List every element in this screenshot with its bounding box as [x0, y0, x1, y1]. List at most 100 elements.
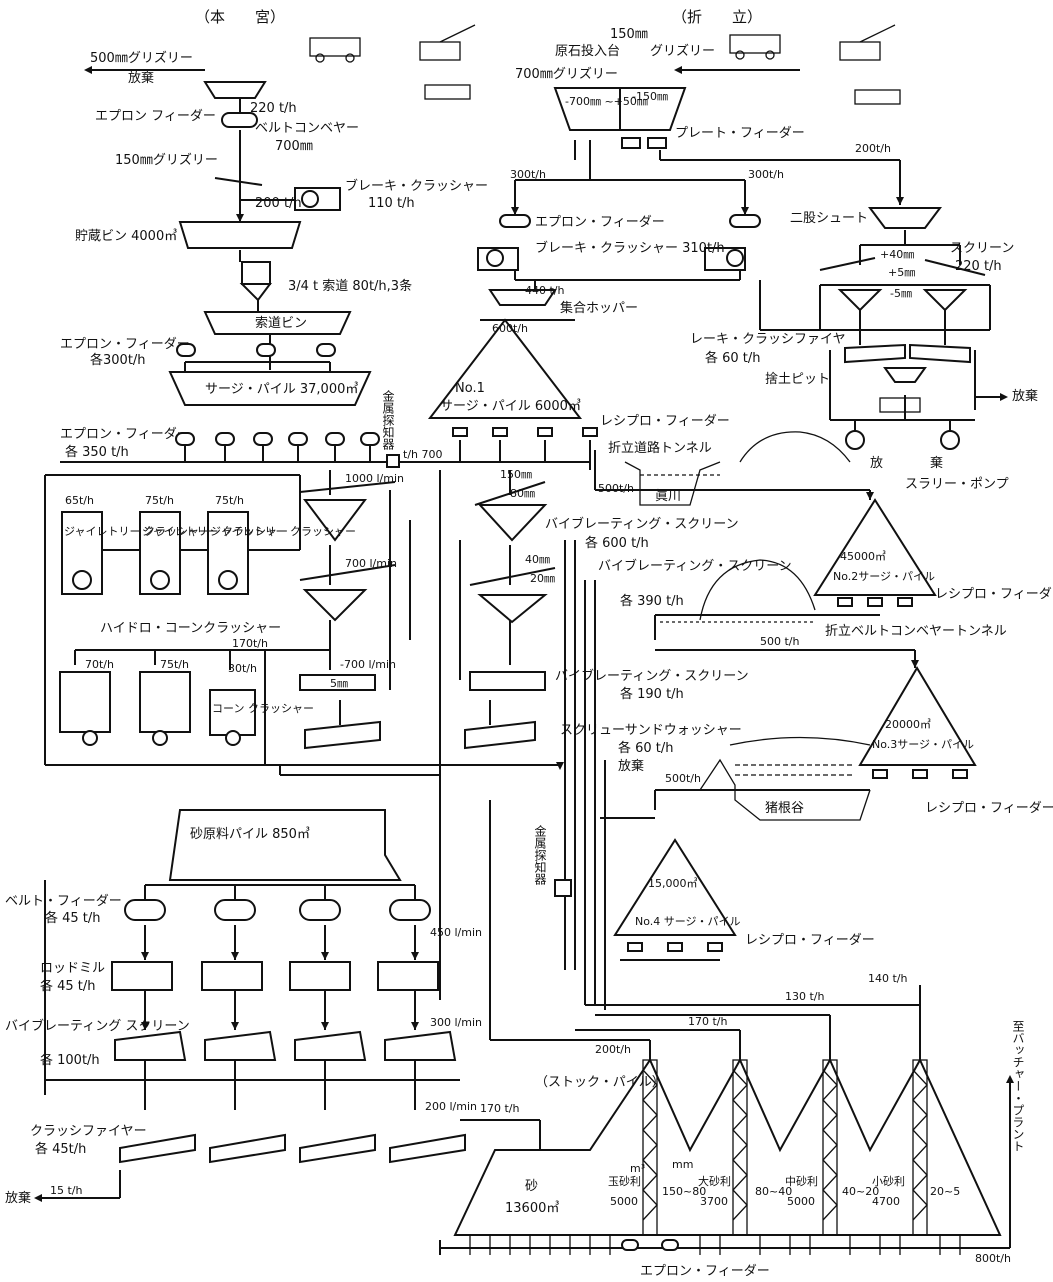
- r450: 450 l/min: [430, 926, 482, 939]
- mm5: 5㎜: [330, 677, 348, 690]
- washer: スクリューサンドウォッシャー: [560, 723, 742, 738]
- r200c: 200t/h: [595, 1043, 631, 1056]
- apron2: エプロン・フィーダー: [60, 337, 190, 352]
- r170a: 170t/h: [232, 637, 268, 650]
- grizzly500: 500㎜グリズリー: [90, 50, 193, 66]
- metal1: 金属探知器: [381, 389, 395, 451]
- p40: +40㎜: [880, 248, 914, 261]
- dis1: 放: [870, 456, 883, 471]
- r500c: 500t/h: [665, 772, 701, 785]
- r600: 600t/h: [492, 322, 528, 335]
- r140: 140 t/h: [868, 972, 908, 985]
- hc1: 70t/h: [85, 658, 114, 671]
- r130: 130 t/h: [785, 990, 825, 1003]
- md: 中砂利: [785, 1175, 818, 1188]
- surge2: 45000㎥: [840, 550, 886, 563]
- apron4: エプロン・フィーダー: [535, 215, 665, 230]
- r200a: 200 t/h: [255, 196, 302, 211]
- surge-no1: No.1: [455, 381, 485, 396]
- g150r: 150㎜: [610, 27, 648, 42]
- belt-w: 700㎜: [275, 139, 313, 154]
- sand: 砂: [525, 1179, 538, 1194]
- r1000: 1000 l/min: [345, 472, 404, 485]
- hydro: ハイドロ・コーンクラッシャー: [100, 621, 281, 636]
- r440: 440 t/h: [525, 284, 565, 297]
- belt-f-rate: 各 45 t/h: [45, 910, 101, 926]
- gyc-3: ジャイレトリー クラッシャー: [210, 525, 356, 538]
- apron3-rate: 各 350 t/h: [65, 444, 129, 460]
- belt-f: ベルト・フィーダー: [5, 894, 122, 909]
- r800: 800t/h: [975, 1252, 1011, 1265]
- recip1: レシプロ・フィーダー: [600, 414, 730, 429]
- bottom-gates: [470, 1235, 960, 1255]
- vib1: バイブレーティング・スクリーン: [545, 516, 739, 532]
- gy2: 75t/h: [145, 494, 174, 507]
- r170c: 170 t/h: [480, 1102, 520, 1115]
- break-cr2: ブレーキ・クラッシャー 310t/h: [535, 240, 725, 256]
- labels: （本 宮） （折 立） 500㎜グリズリー 放棄 エプロン フィーダー 220 …: [5, 8, 1053, 1279]
- tunnel2: 折立ベルトコンベヤートンネル: [825, 624, 1007, 639]
- r300a: 300t/h: [510, 168, 546, 181]
- vib3: バイブレーティング・スクリーン: [555, 668, 749, 684]
- river1: 眞川: [655, 489, 681, 504]
- grizzly700: 700㎜グリズリー: [515, 66, 618, 82]
- grizzly150: 150㎜グリズリー: [115, 152, 218, 168]
- surge1: サージ・パイル 37,000㎥: [205, 382, 358, 397]
- classifier: クラッシファイヤー: [30, 1124, 147, 1139]
- r200d: 200 l/min: [425, 1100, 477, 1113]
- vib2-rate: 各 390 t/h: [620, 593, 684, 609]
- m3-unit: m³: [630, 1162, 645, 1175]
- belt: ベルトコンベヤー: [255, 121, 359, 136]
- hc3: 30t/h: [228, 662, 257, 675]
- smg-v: 4700: [872, 1195, 900, 1208]
- screen1-rate: 220 t/h: [955, 259, 1002, 274]
- surge3: 20000㎥: [885, 718, 931, 731]
- vib4-rate: 各 100t/h: [40, 1052, 100, 1068]
- surge1b: サージ・パイル 6000㎥: [440, 399, 581, 414]
- apron1: エプロン フィーダー: [95, 109, 216, 124]
- dis2: 棄: [930, 456, 943, 471]
- mm-unit: mm: [672, 1158, 693, 1171]
- hc2: 75t/h: [160, 658, 189, 671]
- pb-v: 5000: [610, 1195, 638, 1208]
- tunnel1: 折立道路トンネル: [608, 440, 712, 456]
- bin-b: -150㎜: [632, 90, 668, 103]
- r700b: 700 l/min: [345, 557, 397, 570]
- slurry: スラリー・ポンプ: [905, 477, 1009, 492]
- rod-rate: 各 45 t/h: [40, 978, 96, 994]
- recip4: レシプロ・フィーダー: [745, 933, 875, 948]
- r15: 15 t/h: [50, 1184, 83, 1197]
- hopper: 集合ホッパー: [560, 300, 638, 316]
- batcher: 至バッチャー・プラント: [1011, 1020, 1025, 1152]
- gy1: 65t/h: [65, 494, 94, 507]
- apron2-rate: 各300t/h: [90, 352, 146, 368]
- screen1: スクリーン: [950, 241, 1014, 256]
- apron-bottom: エプロン・フィーダー: [640, 1264, 770, 1279]
- mm150: 150㎜: [500, 468, 532, 481]
- mm20: 20㎜: [530, 572, 555, 585]
- recip2: レシプロ・フィーダー: [935, 587, 1053, 602]
- r200b: 200t/h: [855, 142, 891, 155]
- vib4: バイブレーティング スクリーン: [5, 1018, 190, 1034]
- ropeway: 3/4 t 索道 80t/h,3条: [288, 278, 412, 294]
- waste-pit: 捨土ピット: [765, 371, 830, 387]
- p5: +5㎜: [888, 266, 915, 279]
- pb: 玉砂利: [608, 1175, 641, 1188]
- recip3: レシプロ・フィーダー: [925, 801, 1053, 816]
- vib1-rate: 各 600 t/h: [585, 535, 649, 551]
- rake-rate: 各 60 t/h: [705, 350, 761, 366]
- washer-rate: 各 60 t/h: [618, 740, 674, 756]
- metal2: 金属探知器: [533, 824, 547, 886]
- smg: 小砂利: [872, 1175, 905, 1188]
- header-right: （折 立）: [672, 8, 762, 26]
- valley: 猪根谷: [765, 801, 804, 816]
- surge2b: No.2サージ・パイル: [833, 570, 935, 583]
- sand-pile: 砂原料パイル 850㎥: [190, 827, 310, 842]
- surge4: 15,000㎥: [648, 877, 698, 890]
- apron1-rate: 220 t/h: [250, 101, 297, 116]
- discard2: 放棄: [1012, 389, 1038, 404]
- r700a: t/h 700: [403, 448, 442, 461]
- vib3-rate: 各 190 t/h: [620, 686, 684, 702]
- lg-v: 3700: [700, 1195, 728, 1208]
